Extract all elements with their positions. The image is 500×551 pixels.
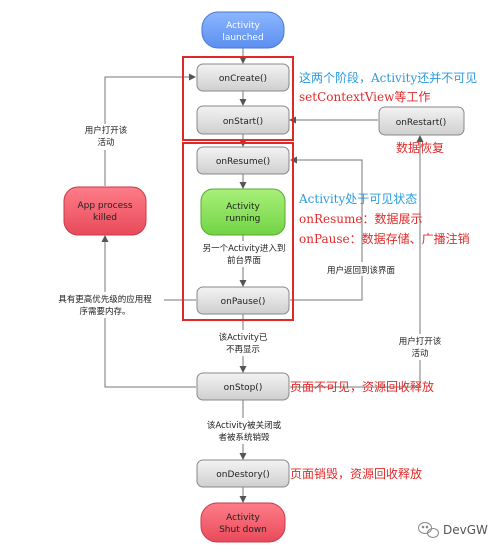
edge-label-other-activity-1: 另一个Activity进入到 <box>203 244 286 254</box>
edge-label-user-nav-right-2: 活动 <box>411 348 429 359</box>
edge-label-no-longer-visible-1: 该Activity已 <box>219 332 268 343</box>
highlight-box-resume-pause <box>182 142 294 321</box>
onstop-label: onStop() <box>224 383 263 393</box>
node-oncreate: onCreate() <box>196 63 290 92</box>
edge-label-no-longer-visible-2: 不再显示 <box>226 345 260 355</box>
annotations: 这两个阶段，Activity还并不可见 setContextView等工作 数据… <box>290 70 477 481</box>
edge-label-user-nav-right-1: 用户打开该 <box>399 336 442 347</box>
note-restore: 数据恢复 <box>396 140 444 155</box>
edge-onstop-killed <box>104 300 196 388</box>
killed-line1: App process <box>77 201 132 211</box>
note-destroy: 页面销毁，资源回收释放 <box>290 466 422 481</box>
node-onstop: onStop() <box>196 372 290 401</box>
node-onrestart: onRestart() <box>378 106 465 136</box>
highlight-box-create-start <box>182 56 294 141</box>
node-app-process-killed: App process killed <box>63 186 147 236</box>
shutdown-line2: Shut down <box>219 525 267 535</box>
running-line1: Activity <box>226 202 260 212</box>
note-visible-line2: onResume：数据展示 <box>299 211 422 226</box>
edge-onstop-onrestart <box>290 135 424 388</box>
watermark-text: DevGW <box>443 523 488 537</box>
onpause-label: onPause() <box>221 297 266 307</box>
edge-label-user-returns: 用户返回到该界面 <box>327 265 396 276</box>
svg-text:Shut down: Shut down <box>219 525 267 535</box>
wechat-icon <box>418 522 439 538</box>
launched-line1: Activity <box>226 21 260 31</box>
node-ondestory: onDestory() <box>196 459 290 488</box>
note-invisible-line2: setContextView等工作 <box>299 90 430 104</box>
running-line2: running <box>226 214 261 224</box>
ondestory-label: onDestory() <box>216 470 269 480</box>
edge-labels: 用户打开该 活动 另一个Activity进入到 前台界面 用户返回到该界面 具有… <box>46 124 447 444</box>
killed-line2: killed <box>93 213 117 223</box>
edge-label-user-nav-left-2: 活动 <box>97 137 115 148</box>
note-visible-line1: Activity处于可见状态 <box>298 192 417 206</box>
edge-label-other-activity-2: 前台界面 <box>227 255 262 266</box>
oncreate-label: onCreate() <box>219 74 267 84</box>
note-stop: 页面不可见，资源回收释放 <box>290 379 434 394</box>
node-activity-shutdown: Activity Shut down <box>200 502 286 543</box>
svg-text:Activity: Activity <box>226 513 260 523</box>
edge-label-user-nav-left-1: 用户打开该 <box>85 125 128 136</box>
node-onstart: onStart() <box>196 105 290 135</box>
node-onpause: onPause() <box>196 286 290 315</box>
svg-text:Activity: Activity <box>226 202 260 212</box>
edge-label-higher-priority-2: 序需要内存。 <box>79 306 130 317</box>
launched-line2: launched <box>222 33 263 43</box>
svg-text:launched: launched <box>222 33 263 43</box>
svg-text:Activity: Activity <box>226 21 260 31</box>
svg-text:App process: App process <box>77 201 132 211</box>
node-activity-launched: Activity launched <box>201 11 285 49</box>
note-visible-line3: onPause：数据存储、广播注销 <box>299 231 470 246</box>
watermark: DevGW <box>418 522 488 538</box>
onrestart-label: onRestart() <box>396 118 447 128</box>
shutdown-line1: Activity <box>226 513 260 523</box>
node-activity-running: Activity running <box>200 188 286 236</box>
edge-onpause-onresume <box>290 156 363 301</box>
node-onresume: onResume() <box>196 146 290 175</box>
svg-text:running: running <box>226 214 261 224</box>
edge-label-higher-priority-1: 具有更高优先级的应用程 <box>58 294 152 305</box>
svg-text:killed: killed <box>93 213 117 223</box>
onresume-label: onResume() <box>216 157 270 167</box>
edge-label-finishing-1: 该Activity被关闭或 <box>207 420 282 431</box>
note-invisible-line1: 这两个阶段，Activity还并不可见 <box>299 70 477 85</box>
edge-label-finishing-2: 者被系统销毁 <box>218 432 270 443</box>
onstart-label: onStart() <box>223 117 263 127</box>
